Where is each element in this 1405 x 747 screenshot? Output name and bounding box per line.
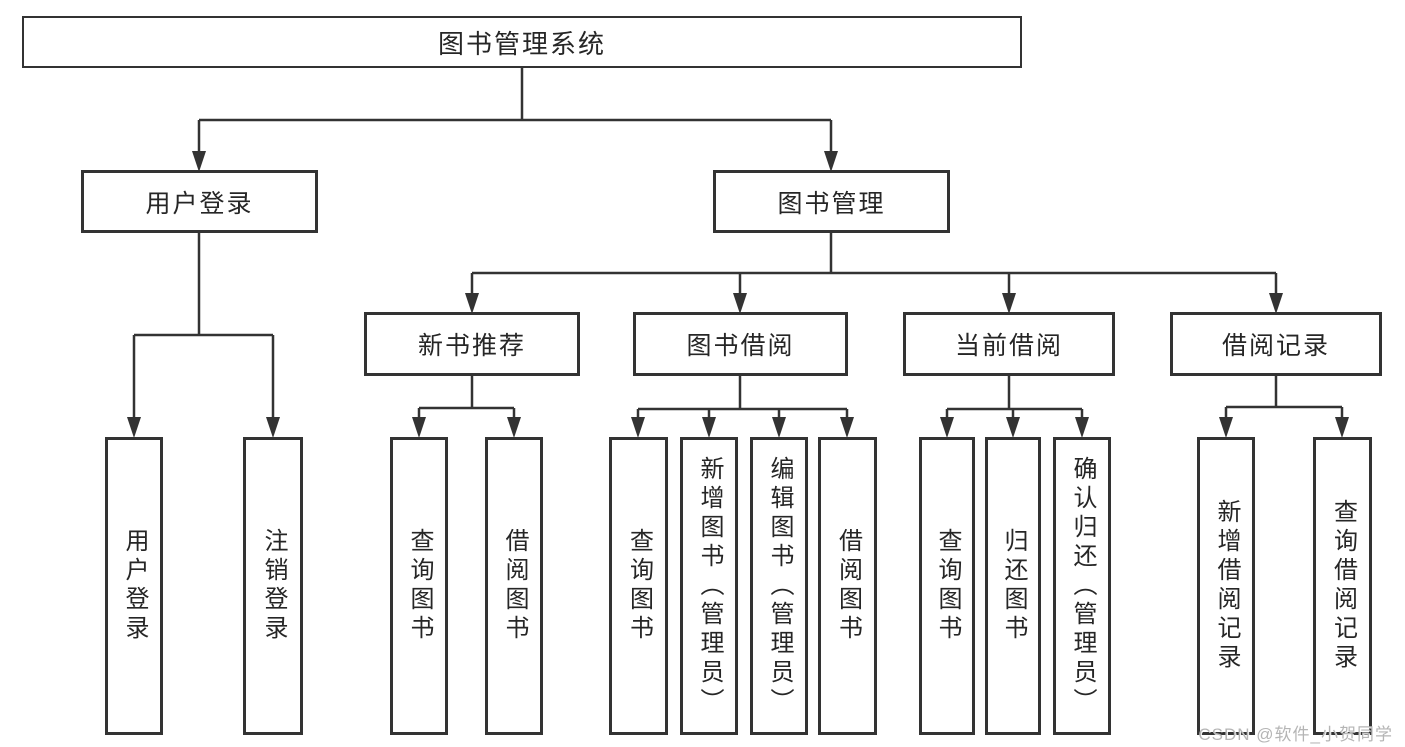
node-current-borrow: 当前借阅 [903, 312, 1115, 376]
leaf-logout-label: 注销登录 [260, 528, 287, 644]
node-book-management-label: 图书管理 [777, 189, 886, 218]
connector-borrow-records-children [1224, 376, 1344, 420]
leaf-records-query-record: 查询借阅记录 [1313, 437, 1372, 735]
leaf-borrow-edit-books-admin: 编辑图书（管理员） [750, 437, 808, 735]
node-user-login: 用户登录 [81, 170, 318, 233]
leaf-newbook-query-books-label: 查询图书 [406, 528, 433, 644]
arrow-down-icon [840, 417, 854, 438]
node-book-management: 图书管理 [713, 170, 950, 233]
leaf-current-query-books-label: 查询图书 [934, 528, 961, 644]
leaf-newbook-borrow-books: 借阅图书 [485, 437, 543, 735]
leaf-current-confirm-return-admin-label: 确认归还（管理员） [1069, 455, 1096, 717]
arrow-down-icon [465, 293, 479, 314]
arrow-down-icon [412, 417, 426, 438]
arrow-down-icon [772, 417, 786, 438]
arrow-down-icon [127, 417, 141, 438]
arrow-down-icon [824, 151, 838, 172]
leaf-current-confirm-return-admin: 确认归还（管理员） [1053, 437, 1111, 735]
node-borrow-records: 借阅记录 [1170, 312, 1382, 376]
leaf-newbook-query-books: 查询图书 [390, 437, 448, 735]
leaf-records-query-record-label: 查询借阅记录 [1329, 499, 1357, 673]
leaf-records-add-record-label: 新增借阅记录 [1213, 499, 1240, 673]
node-borrow-records-label: 借阅记录 [1221, 332, 1330, 360]
leaf-borrow-query-books: 查询图书 [609, 437, 668, 735]
leaf-records-add-record: 新增借阅记录 [1197, 437, 1255, 735]
connector-current-borrow-children [945, 376, 1084, 420]
arrowheads [127, 151, 1349, 438]
leaf-newbook-borrow-books-label: 借阅图书 [501, 528, 528, 644]
node-user-login-label: 用户登录 [145, 189, 254, 218]
leaf-current-query-books: 查询图书 [919, 437, 975, 735]
arrow-down-icon [1269, 293, 1283, 314]
leaf-borrow-edit-books-admin-label: 编辑图书（管理员） [766, 455, 793, 717]
node-book-borrow: 图书借阅 [633, 312, 848, 376]
leaf-borrow-query-books-label: 查询图书 [625, 528, 653, 644]
leaf-user-login-label: 用户登录 [121, 528, 148, 644]
arrow-down-icon [507, 417, 521, 438]
node-root-label: 图书管理系统 [437, 28, 606, 59]
node-book-borrow-label: 图书借阅 [686, 332, 795, 360]
arrow-down-icon [192, 151, 206, 172]
arrow-down-icon [733, 293, 747, 314]
connector-new-book-children [417, 376, 516, 420]
node-new-book-recommend: 新书推荐 [364, 312, 580, 376]
leaf-borrow-borrow-books: 借阅图书 [818, 437, 877, 735]
arrow-down-icon [702, 417, 716, 438]
leaf-borrow-add-books-admin-label: 新增图书（管理员） [696, 455, 723, 717]
leaf-borrow-borrow-books-label: 借阅图书 [834, 528, 862, 644]
node-new-book-recommend-label: 新书推荐 [417, 332, 526, 360]
arrow-down-icon [940, 417, 954, 438]
leaf-borrow-add-books-admin: 新增图书（管理员） [680, 437, 738, 735]
connector-user-login-children [132, 233, 275, 420]
connector-root-to-level2 [197, 68, 833, 154]
arrow-down-icon [1219, 417, 1233, 438]
arrow-down-icon [1075, 417, 1089, 438]
node-current-borrow-label: 当前借阅 [954, 332, 1063, 360]
connector-book-borrow-children [636, 376, 849, 420]
watermark: CSDN @软件_小贺同学 [1198, 725, 1393, 744]
connector-book-mgmt-children [470, 233, 1278, 296]
arrow-down-icon [1335, 417, 1349, 438]
arrow-down-icon [266, 417, 280, 438]
arrow-down-icon [1006, 417, 1020, 438]
arrow-down-icon [1002, 293, 1016, 314]
leaf-current-return-books-label: 归还图书 [1000, 528, 1027, 644]
arrow-down-icon [631, 417, 645, 438]
leaf-user-login: 用户登录 [105, 437, 163, 735]
node-root: 图书管理系统 [22, 16, 1022, 68]
leaf-logout: 注销登录 [243, 437, 303, 735]
leaf-current-return-books: 归还图书 [985, 437, 1041, 735]
